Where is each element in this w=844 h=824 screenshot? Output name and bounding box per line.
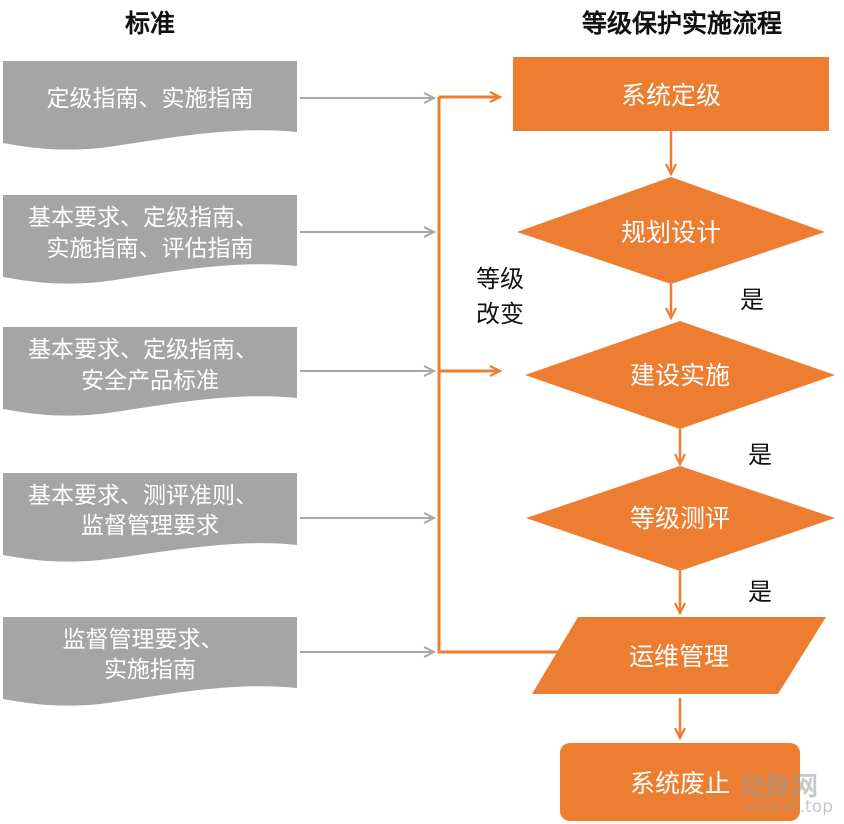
node-system-grading-label: 系统定级: [621, 81, 721, 110]
standard-doc-4: 基本要求、测评准则、 监督管理要求: [3, 473, 297, 562]
standard-doc-4-line-2: 监督管理要求: [81, 513, 219, 539]
standards-header: 标准: [125, 9, 175, 38]
node-system-grading: 系统定级: [513, 57, 829, 131]
document-shape: [3, 617, 297, 706]
standard-doc-5-line-2: 实施指南: [104, 657, 196, 683]
standard-doc-5-line-1: 监督管理要求、: [63, 627, 224, 653]
watermark: 动脉网 vcbeat.top: [740, 772, 833, 817]
standard-doc-1: 定级指南、实施指南: [3, 61, 297, 150]
node-decommission: 系统废止: [560, 743, 800, 821]
document-shape: [3, 327, 297, 416]
standard-doc-3-line-1: 基本要求、定级指南、: [28, 337, 258, 363]
rectangle-shape: [513, 57, 829, 131]
grade-change-label-line-2: 改变: [476, 300, 524, 328]
document-shape: [3, 473, 297, 562]
yes-label-1: 是: [740, 286, 764, 314]
watermark-domain: vcbeat.top: [742, 797, 833, 817]
node-planning-design: 规划设计: [517, 177, 825, 284]
standard-doc-2-line-1: 基本要求、定级指南、: [28, 205, 258, 231]
grade-change-label-line-1: 等级: [476, 265, 524, 293]
node-operations: 运维管理: [532, 617, 826, 694]
diamond-shape: [517, 177, 825, 284]
yes-label-3: 是: [748, 578, 772, 606]
document-shape: [3, 61, 297, 150]
standard-doc-4-line-1: 基本要求、测评准则、: [28, 483, 258, 509]
process-header: 等级保护实施流程: [582, 9, 782, 38]
node-construction-label: 建设实施: [630, 361, 730, 390]
standard-doc-2: 基本要求、定级指南、 实施指南、评估指南: [3, 195, 297, 284]
standard-doc-3-line-2: 安全产品标准: [81, 368, 219, 394]
node-grade-assessment: 等级测评: [526, 466, 835, 571]
standard-doc-3: 基本要求、定级指南、 安全产品标准: [3, 327, 297, 416]
grade-change-loop-line: [437, 97, 565, 654]
node-construction: 建设实施: [525, 321, 835, 429]
parallelogram-shape: [532, 617, 826, 694]
node-decommission-label: 系统废止: [630, 769, 730, 798]
node-planning-design-label: 规划设计: [621, 218, 721, 247]
diamond-shape: [525, 321, 835, 429]
document-shape: [3, 195, 297, 284]
standard-doc-2-line-2: 实施指南、评估指南: [47, 236, 254, 262]
watermark-brand: 动脉网: [740, 772, 818, 802]
rounded-rectangle-shape: [560, 743, 800, 821]
standard-doc-1-line-1: 定级指南、实施指南: [47, 86, 254, 112]
diamond-shape: [526, 466, 835, 571]
node-operations-label: 运维管理: [629, 642, 729, 671]
node-grade-assessment-label: 等级测评: [630, 504, 730, 533]
standard-doc-5: 监督管理要求、 实施指南: [3, 617, 297, 706]
yes-label-2: 是: [748, 441, 772, 469]
